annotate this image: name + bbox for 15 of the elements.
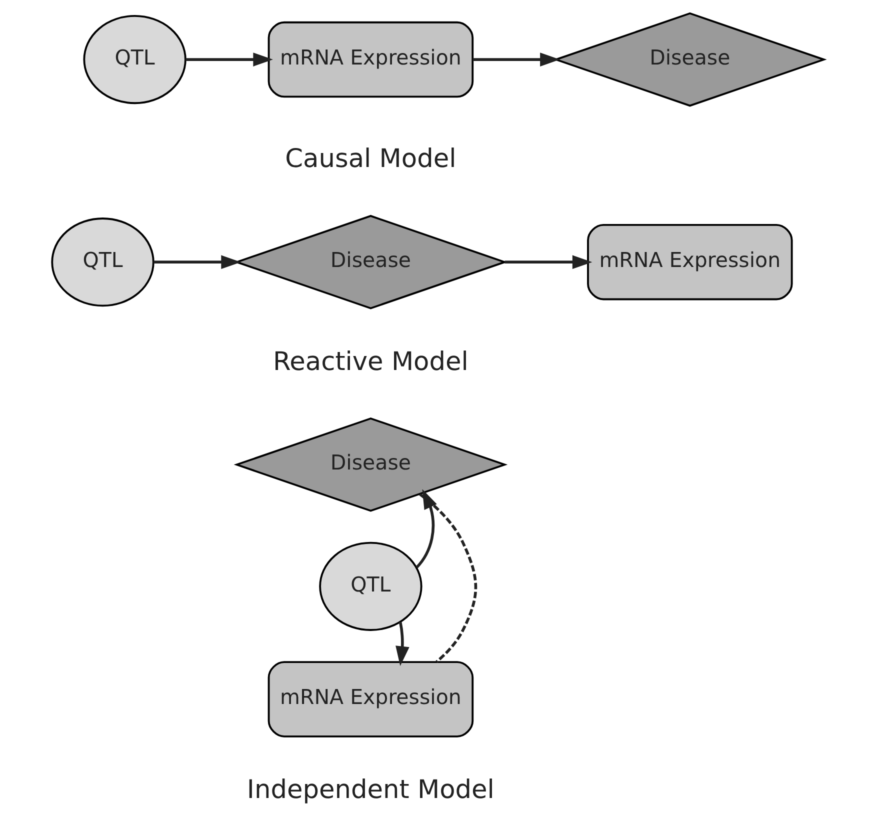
label: Causal Model (284, 144, 456, 174)
node-box: mRNA Expression (267, 21, 474, 98)
node-ellipse: QTL (50, 218, 154, 307)
arrow (185, 52, 272, 66)
node-box: mRNA Expression (586, 224, 792, 300)
label: Independent Model (246, 774, 494, 805)
arrow (504, 255, 592, 269)
node-box: mRNA Expression (267, 661, 474, 738)
arrow (153, 255, 240, 269)
node-ellipse: QTL (82, 14, 186, 104)
connector (418, 493, 477, 663)
label: Reactive Model (272, 346, 468, 377)
arrow (472, 52, 560, 66)
arrow (395, 622, 409, 666)
node-ellipse: QTL (318, 542, 422, 631)
